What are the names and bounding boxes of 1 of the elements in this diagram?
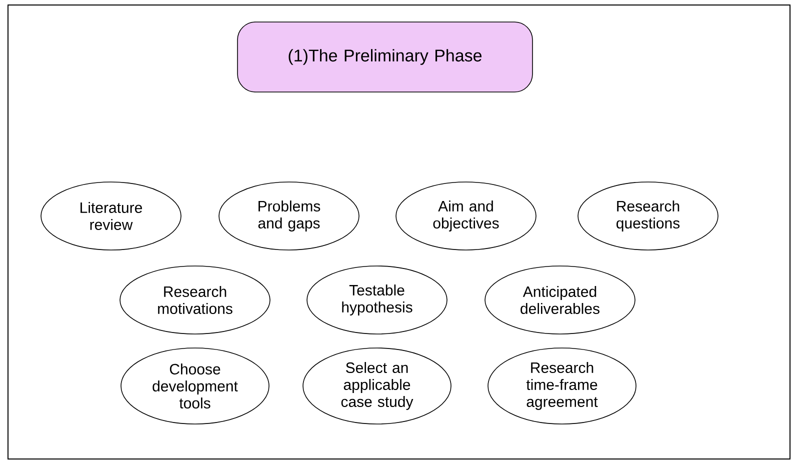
phase-title-box: (1)The Preliminary Phase xyxy=(237,22,533,92)
